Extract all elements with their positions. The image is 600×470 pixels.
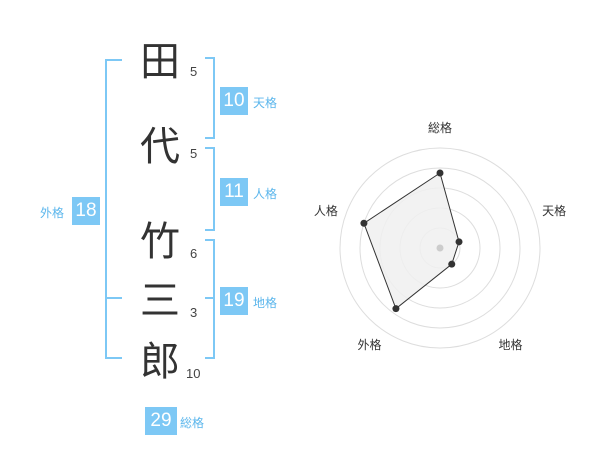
jinkaku-bracket <box>205 147 215 231</box>
radar-point-1 <box>436 169 444 177</box>
chikaku-label: 地格 <box>253 296 278 310</box>
stroke-count-1: 5 <box>190 64 198 79</box>
gaikaku-value: 18 <box>72 197 100 225</box>
soukaku-value: 29 <box>145 407 177 435</box>
stroke-count-2: 5 <box>190 146 198 161</box>
gaikaku-label: 外格 <box>40 206 65 220</box>
radar-axis-label-2: 天格 <box>542 203 566 218</box>
tenkaku-value: 10 <box>220 87 248 115</box>
radar-center-dot <box>436 244 444 252</box>
radar-axis-label-1: 総格 <box>428 120 452 135</box>
stroke-count-5: 10 <box>186 366 201 381</box>
stroke-count-4: 3 <box>190 305 198 320</box>
jinkaku-value: 11 <box>220 178 248 206</box>
radar-point-5 <box>360 219 368 227</box>
radar-point-2 <box>455 238 463 246</box>
name-char-4: 三 <box>140 278 180 324</box>
name-char-3: 竹 <box>140 219 180 265</box>
tenkaku-bracket <box>205 57 215 139</box>
radar-area <box>363 172 460 310</box>
radar-point-4 <box>392 305 400 313</box>
radar-axis-label-5: 人格 <box>314 203 338 218</box>
name-char-5: 郎 <box>140 339 180 385</box>
radar-axis-label-3: 地格 <box>499 337 523 352</box>
radar-axis-label-4: 外格 <box>357 337 381 352</box>
gaikaku-bracket <box>105 59 122 359</box>
soukaku-label: 総格 <box>180 416 205 430</box>
radar-point-3 <box>448 260 456 268</box>
tenkaku-label: 天格 <box>253 96 278 110</box>
stroke-count-3: 6 <box>190 246 198 261</box>
name-char-1: 田 <box>140 39 180 85</box>
name-char-2: 代 <box>140 124 180 170</box>
jinkaku-label: 人格 <box>253 187 278 201</box>
chikaku-value: 19 <box>220 287 248 315</box>
